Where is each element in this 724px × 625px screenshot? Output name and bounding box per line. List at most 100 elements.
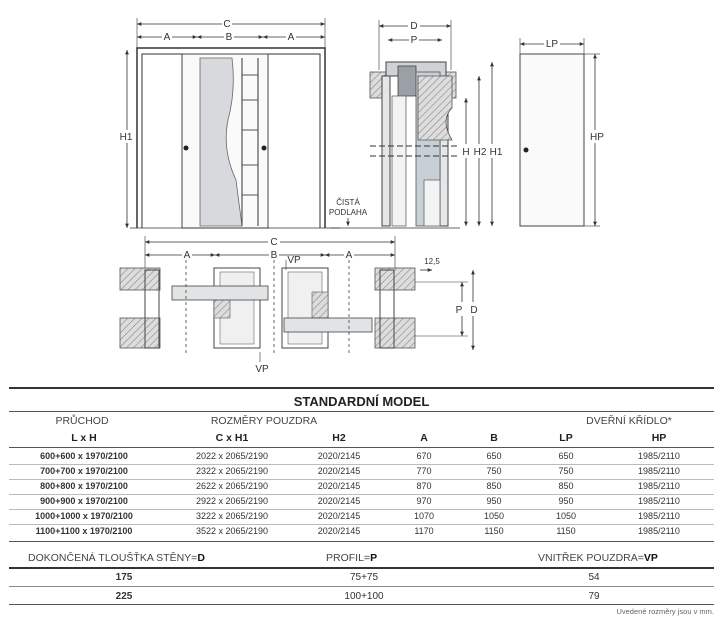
dim-label-gap: 12,5 [424,257,440,266]
cell-a: 870 [416,481,432,491]
cell-wall-vp: 54 [588,572,600,583]
column-header: A [420,432,428,444]
row-divider [9,464,714,465]
cell-h2: 2020/2145 [317,481,361,491]
wall-bottom-divider [9,604,714,605]
cell-cxh1: 2322 x 2065/2190 [195,466,269,476]
cell-lxh: 900+900 x 1970/2100 [40,496,128,506]
cell-a: 1170 [414,526,434,536]
table-row: 800+800 x 1970/2100 2622 x 2065/2190 202… [9,481,714,494]
header-divider [9,447,714,448]
cell-a: 970 [416,496,432,506]
dim-label-a: A [184,250,191,261]
cell-b: 850 [486,481,502,491]
table-row: 1000+1000 x 1970/2100 3222 x 2065/2190 2… [9,511,714,524]
cell-hp: 1985/2110 [638,481,680,491]
dim-label-b: B [271,250,278,261]
front-elevation: C A B A H1 [117,17,340,229]
cell-cxh1: 3522 x 2065/2190 [195,526,269,536]
dim-label-c: C [270,237,277,248]
dim-label-hp: HP [590,132,604,143]
cell-h2: 2020/2145 [317,526,361,536]
pocket-inside-label: VNITŘEK POUZDRA= [538,552,644,564]
wall-row: 225 100+100 79 [9,591,714,604]
cell-h2: 2020/2145 [317,466,361,476]
cell-wall-d: 225 [115,591,133,602]
cell-lp: 750 [558,466,574,476]
cell-h2: 2020/2145 [317,511,361,521]
cell-hp: 1985/2110 [638,451,680,461]
cell-h2: 2020/2145 [317,451,361,461]
dim-label-p: P [456,305,463,316]
cell-a: 670 [416,451,432,461]
dim-label-vp: VP [287,255,301,266]
cell-b: 950 [486,496,502,506]
dim-label-a: A [346,250,353,261]
row-divider [9,509,714,510]
cell-lxh: 700+700 x 1970/2100 [40,466,128,476]
clean-floor-label: ČISTÁ [336,198,360,207]
cell-lp: 850 [558,481,574,491]
cell-lxh: 600+600 x 1970/2100 [40,451,128,461]
cell-lxh: 1000+1000 x 1970/2100 [35,511,133,521]
technical-drawing: C A B A H1 [117,17,605,375]
cell-wall-d: 175 [115,572,133,583]
table-row: 1100+1100 x 1970/2100 3522 x 2065/2190 2… [9,526,714,539]
cell-wall-p: 100+100 [344,591,384,602]
pocket-inside-header: VNITŘEK POUZDRA=VP [538,552,658,564]
group-header-rozmery: ROZMĚRY POUZDRA [210,415,318,427]
wall-thickness-label: DOKONČENÁ TLOUŠŤKA STĚNY= [28,552,198,564]
dim-label-vp: VP [255,364,269,375]
dim-label-h: H [462,147,469,158]
dim-label-d: D [410,21,417,32]
dim-label-a: A [164,32,171,43]
cell-lp: 950 [558,496,574,506]
cell-a: 1070 [413,511,435,521]
column-header: HP [651,432,667,444]
dim-label-d: D [470,305,477,316]
cell-lxh: 800+800 x 1970/2100 [40,481,128,491]
side-section: D P H H2 H1 ČISTÁ PODLAHA [329,19,503,229]
wall-thickness-key: D [197,552,205,564]
dim-label-c: C [223,19,230,30]
cell-cxh1: 2022 x 2065/2190 [195,451,269,461]
dim-label-lp: LP [546,39,559,50]
wall-row: 175 75+75 54 [9,572,714,585]
cell-hp: 1985/2110 [638,466,680,476]
cell-hp: 1985/2110 [638,496,680,506]
dim-label-h2: H2 [474,147,487,158]
table-top-border [9,387,714,389]
column-header: L x H [71,432,97,444]
cell-lxh: 1100+1100 x 1970/2100 [35,526,133,536]
cell-b: 650 [486,451,502,461]
cell-cxh1: 3222 x 2065/2190 [195,511,269,521]
cell-b: 750 [486,466,502,476]
footnote: Uvedené rozměry jsou v mm. [616,607,714,616]
profile-label: PROFIL= [326,552,371,564]
profile-key: P [370,552,378,564]
cell-lp: 1150 [556,526,576,536]
dim-label-a: A [288,32,295,43]
table-bottom-divider [9,541,714,542]
cell-cxh1: 2622 x 2065/2190 [195,481,269,491]
cell-hp: 1985/2110 [638,511,680,521]
row-divider [9,524,714,525]
cell-cxh1: 2922 x 2065/2190 [195,496,269,506]
dim-label-b: B [226,32,233,43]
clean-floor-label: PODLAHA [329,208,368,217]
row-divider [9,586,714,587]
dim-label-p: P [411,35,418,46]
table-title: STANDARDNÍ MODEL [293,394,430,409]
cell-b: 1050 [483,511,505,521]
column-header-row: L x H C x H1 H2 A B LP HP [9,432,714,445]
column-header: H2 [332,432,346,444]
profile-header: PROFIL=P [326,552,377,564]
row-divider [9,479,714,480]
table-row: 600+600 x 1970/2100 2022 x 2065/2190 202… [9,451,714,464]
row-divider [9,494,714,495]
dim-label-h1: H1 [120,132,133,143]
plan-view: C A B A VP VP [119,235,482,375]
pocket-inside-key: VP [643,552,658,564]
cell-h2: 2020/2145 [317,496,361,506]
group-header-row: PRŮCHOD ROZMĚRY POUZDRA DVEŘNÍ KŘÍDLO* [9,415,714,428]
